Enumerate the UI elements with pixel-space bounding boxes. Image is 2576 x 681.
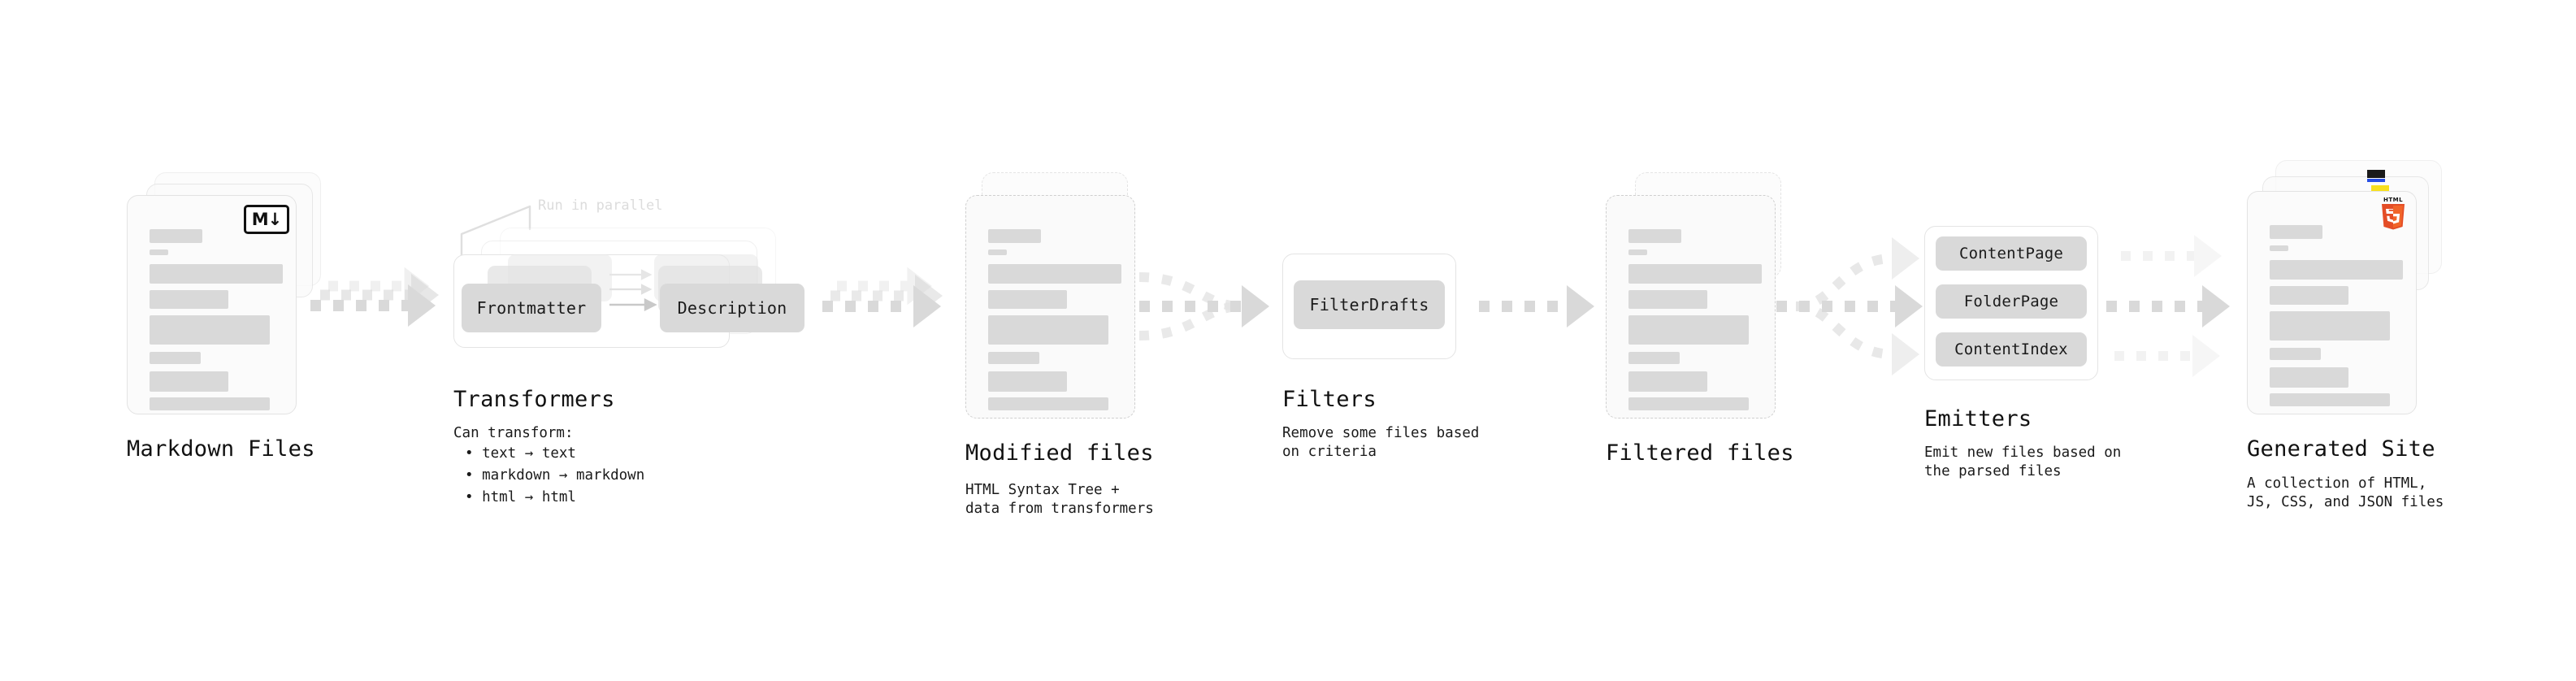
connector-modified-to-filters — [1138, 272, 1269, 340]
document-content-lines — [128, 196, 296, 414]
document-card-front — [965, 195, 1135, 419]
transformers-caption: Can transform: — [453, 425, 574, 441]
transformers-bullet-0: • text → text — [465, 445, 576, 462]
transformer-internal-arrows — [609, 269, 657, 311]
connector-emitters-to-site — [2106, 235, 2230, 377]
generated-site-caption: A collection of HTML, JS, CSS, and JSON … — [2247, 475, 2444, 510]
connector-md-to-transformers — [310, 267, 439, 327]
css3-icon — [2367, 170, 2385, 182]
run-in-parallel-bracket — [460, 205, 531, 263]
transformers-bullet-2: • html → html — [465, 489, 576, 505]
stage-title-filters: Filters — [1282, 387, 1377, 412]
stage-title-markdown-files: Markdown Files — [127, 436, 315, 462]
document-content-lines — [2248, 192, 2416, 414]
emitter-chip-contentindex[interactable]: ContentIndex — [1936, 332, 2087, 367]
connector-filters-to-filtered — [1479, 285, 1594, 327]
stage-title-emitters: Emitters — [1924, 406, 2032, 432]
modified-files-caption: HTML Syntax Tree + data from transformer… — [965, 482, 1154, 517]
run-in-parallel-label: Run in parallel — [538, 197, 663, 214]
document-content-lines — [966, 196, 1134, 418]
connector-transformers-to-modified — [822, 267, 943, 327]
document-card-front — [1606, 195, 1776, 419]
filters-caption: Remove some files based on criteria — [1282, 425, 1480, 460]
filter-chip-filterdrafts[interactable]: FilterDrafts — [1294, 280, 1445, 329]
document-card-front — [2247, 191, 2417, 414]
svg-text:HTML: HTML — [2383, 197, 2403, 203]
stage-title-filtered-files: Filtered files — [1606, 440, 1794, 466]
transformers-bullet-1: • markdown → markdown — [465, 467, 645, 484]
connector-filtered-to-emitters — [1776, 237, 1923, 375]
transformer-chip-frontmatter[interactable]: Frontmatter — [462, 284, 601, 332]
emitter-chip-contentpage[interactable]: ContentPage — [1936, 236, 2087, 271]
html5-icon: HTML — [2382, 197, 2405, 230]
document-content-lines — [1607, 196, 1775, 418]
transformer-chip-description[interactable]: Description — [660, 284, 804, 332]
stage-title-transformers: Transformers — [453, 387, 615, 412]
stage-title-generated-site: Generated Site — [2247, 436, 2435, 462]
markdown-icon: M↓ — [244, 205, 289, 234]
stage-title-modified-files: Modified files — [965, 440, 1154, 466]
emitter-chip-folderpage[interactable]: FolderPage — [1936, 284, 2087, 319]
emitters-caption: Emit new files based on the parsed files — [1924, 445, 2122, 479]
